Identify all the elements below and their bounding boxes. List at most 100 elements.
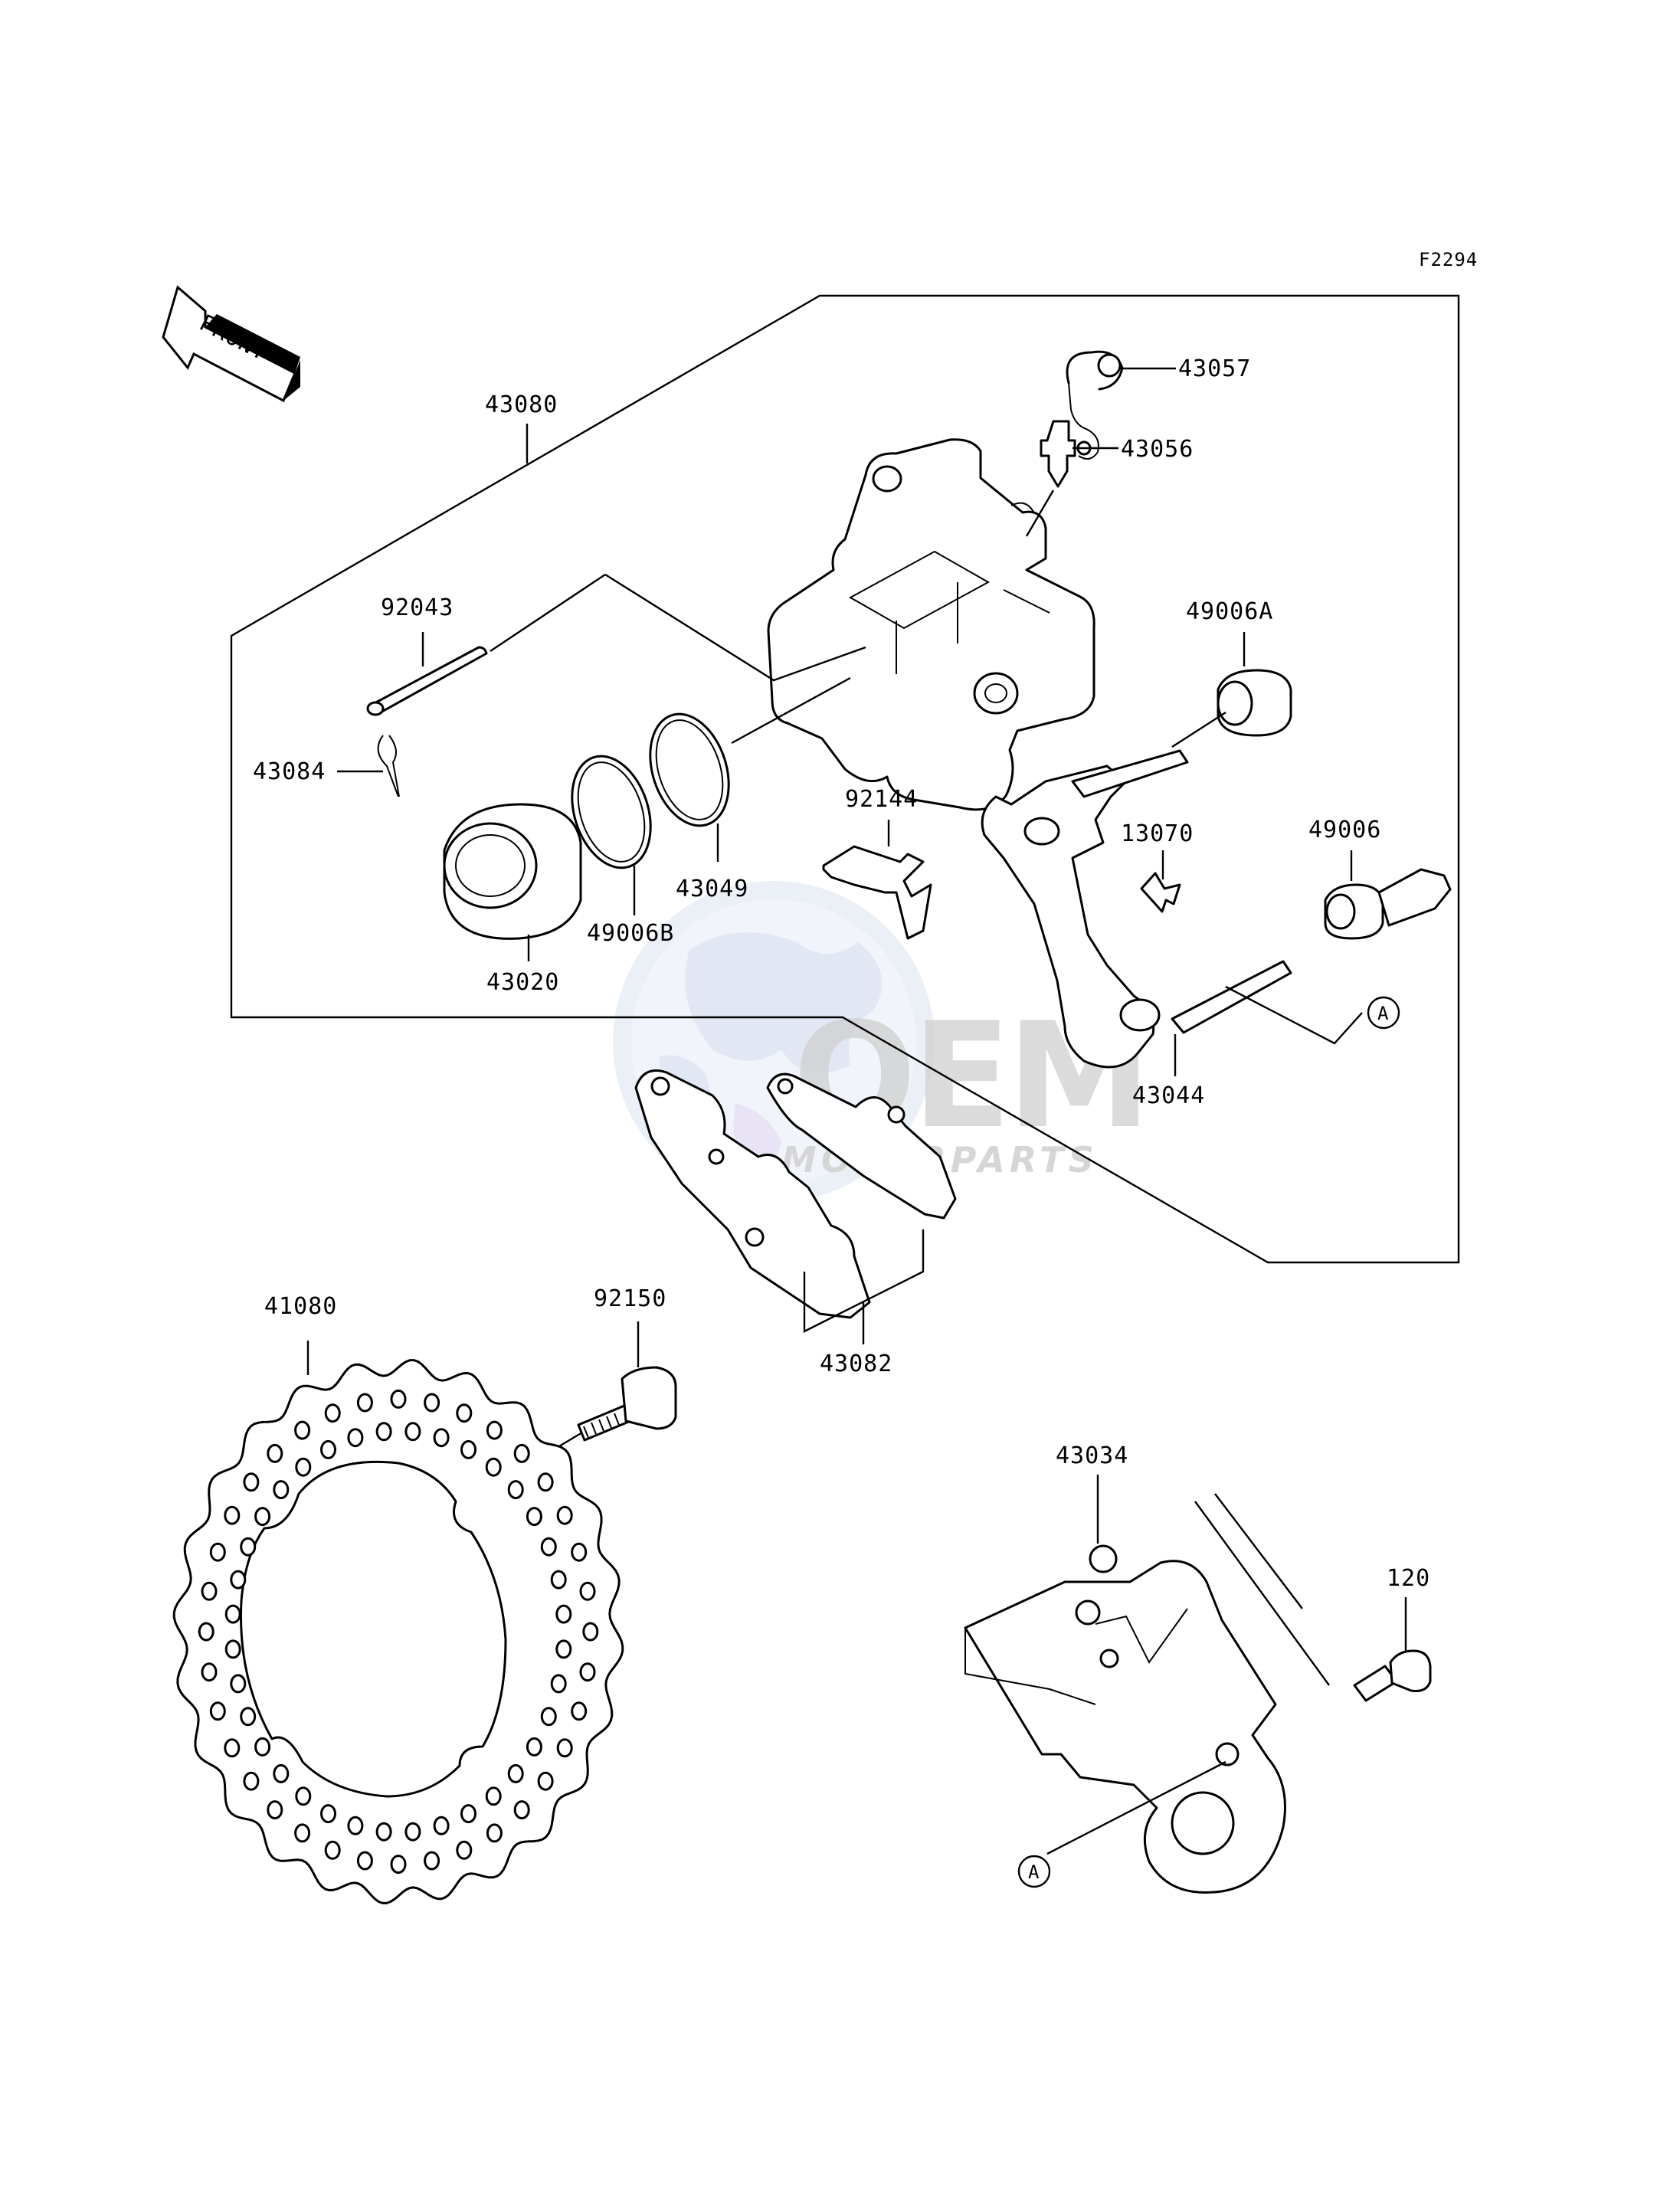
- disc-hole: [209, 1542, 226, 1562]
- label-43084: 43084: [253, 758, 326, 785]
- disc-hole: [540, 1537, 557, 1557]
- disc-hole: [485, 1457, 502, 1477]
- label-120: 120: [1387, 1565, 1430, 1592]
- disc-hole: [324, 1840, 341, 1860]
- disc-hole: [230, 1674, 247, 1694]
- disc-hole: [571, 1542, 588, 1562]
- disc-hole: [254, 1507, 271, 1527]
- disc-hole: [555, 1604, 572, 1624]
- label-49006b: 49006B: [587, 920, 674, 947]
- disc-hole: [390, 1389, 407, 1409]
- caliper-body: [767, 438, 1095, 811]
- disc-hole: [356, 1851, 373, 1871]
- disc-hole: [201, 1581, 218, 1601]
- disc-hole: [424, 1851, 440, 1871]
- label-43082: 43082: [820, 1351, 892, 1377]
- disc-hole: [485, 1786, 502, 1806]
- disc-hole: [267, 1443, 283, 1463]
- label-13070: 13070: [1121, 820, 1194, 847]
- disc-hole: [320, 1804, 336, 1824]
- anti-rattle-spring: [1140, 850, 1181, 913]
- dust-seal: [649, 712, 730, 862]
- disc-hole: [254, 1737, 271, 1757]
- disc-hole: [556, 1505, 573, 1525]
- callout-a-lower-letter: A: [1028, 1861, 1040, 1883]
- disc-hole: [198, 1622, 215, 1642]
- disc-hole: [550, 1570, 567, 1590]
- disc-hole: [240, 1537, 257, 1557]
- disc-hole: [550, 1674, 567, 1694]
- disc-hole: [424, 1393, 440, 1413]
- label-43020: 43020: [486, 969, 559, 996]
- bleeder-valve: [1025, 420, 1118, 537]
- disc-hole: [513, 1800, 530, 1820]
- brake-disc: [172, 1341, 624, 1904]
- disc-hole: [295, 1786, 312, 1806]
- part-labels: 43080 43057 43056 92043 43084 49006A 921…: [253, 355, 1430, 1592]
- disc-hole: [209, 1701, 226, 1721]
- disc-hole: [486, 1823, 503, 1843]
- mounting-bracket: [964, 1475, 1330, 1894]
- disc-hole: [460, 1804, 476, 1824]
- disc-hole: [571, 1701, 588, 1721]
- disc-hole: [320, 1439, 336, 1459]
- front-direction-arrow: FRONT: [162, 285, 300, 403]
- disc-hole: [537, 1771, 554, 1791]
- disc-hole: [375, 1822, 392, 1842]
- disc-hole: [404, 1422, 421, 1442]
- disc-hole: [347, 1428, 364, 1448]
- disc-hole: [526, 1737, 542, 1757]
- label-49006a: 49006A: [1186, 598, 1273, 625]
- disc-hole: [486, 1420, 503, 1440]
- disc-hole: [456, 1403, 473, 1423]
- disc-hole: [555, 1639, 572, 1659]
- brake-pads: [634, 1069, 957, 1344]
- disc-hole: [224, 1604, 241, 1624]
- caliper-assembly-frame: [230, 294, 1460, 1264]
- label-41080: 41080: [264, 1293, 337, 1320]
- label-43080: 43080: [485, 391, 558, 418]
- disc-hole: [224, 1639, 241, 1659]
- disc-hole: [537, 1472, 554, 1492]
- disc-hole: [230, 1570, 247, 1590]
- pad-spring: [822, 820, 932, 940]
- disc-hole: [243, 1472, 260, 1492]
- figure-code: F2294: [1419, 249, 1478, 270]
- disc-hole: [579, 1662, 596, 1682]
- callout-a-upper: A: [1367, 996, 1400, 1030]
- disc-hole: [294, 1823, 311, 1843]
- disc-hole: [243, 1771, 260, 1791]
- callout-a-lower: A: [1017, 1855, 1051, 1888]
- pin-clip: [337, 735, 400, 797]
- label-92144: 92144: [845, 786, 918, 813]
- bushing-49006: [1324, 850, 1452, 940]
- piston-seal: [571, 755, 652, 915]
- disc-hole: [201, 1662, 218, 1682]
- disc-hole: [513, 1443, 530, 1463]
- label-43056: 43056: [1121, 436, 1194, 463]
- caliper-piston: [443, 803, 582, 961]
- bracket-bolt: [1353, 1597, 1432, 1702]
- disc-hole: [507, 1480, 524, 1500]
- label-92150: 92150: [594, 1285, 666, 1312]
- label-49006: 49006: [1308, 817, 1381, 843]
- disc-hole: [582, 1622, 599, 1642]
- disc-hole: [295, 1457, 312, 1477]
- disc-hole: [404, 1822, 421, 1842]
- disc-hole: [526, 1507, 542, 1527]
- disc-hole: [375, 1422, 392, 1442]
- disc-hole: [224, 1738, 241, 1758]
- label-43044: 43044: [1132, 1082, 1205, 1109]
- bushing-49006a: [1171, 632, 1292, 748]
- caliper-bracket: [981, 749, 1363, 1076]
- label-43057: 43057: [1178, 355, 1251, 382]
- label-43034: 43034: [1056, 1442, 1128, 1469]
- disc-hole: [460, 1439, 476, 1459]
- disc-hole: [507, 1763, 524, 1783]
- disc-hole: [433, 1428, 450, 1448]
- disc-hole: [356, 1393, 373, 1413]
- disc-hole: [224, 1505, 241, 1525]
- disc-hole: [579, 1581, 596, 1601]
